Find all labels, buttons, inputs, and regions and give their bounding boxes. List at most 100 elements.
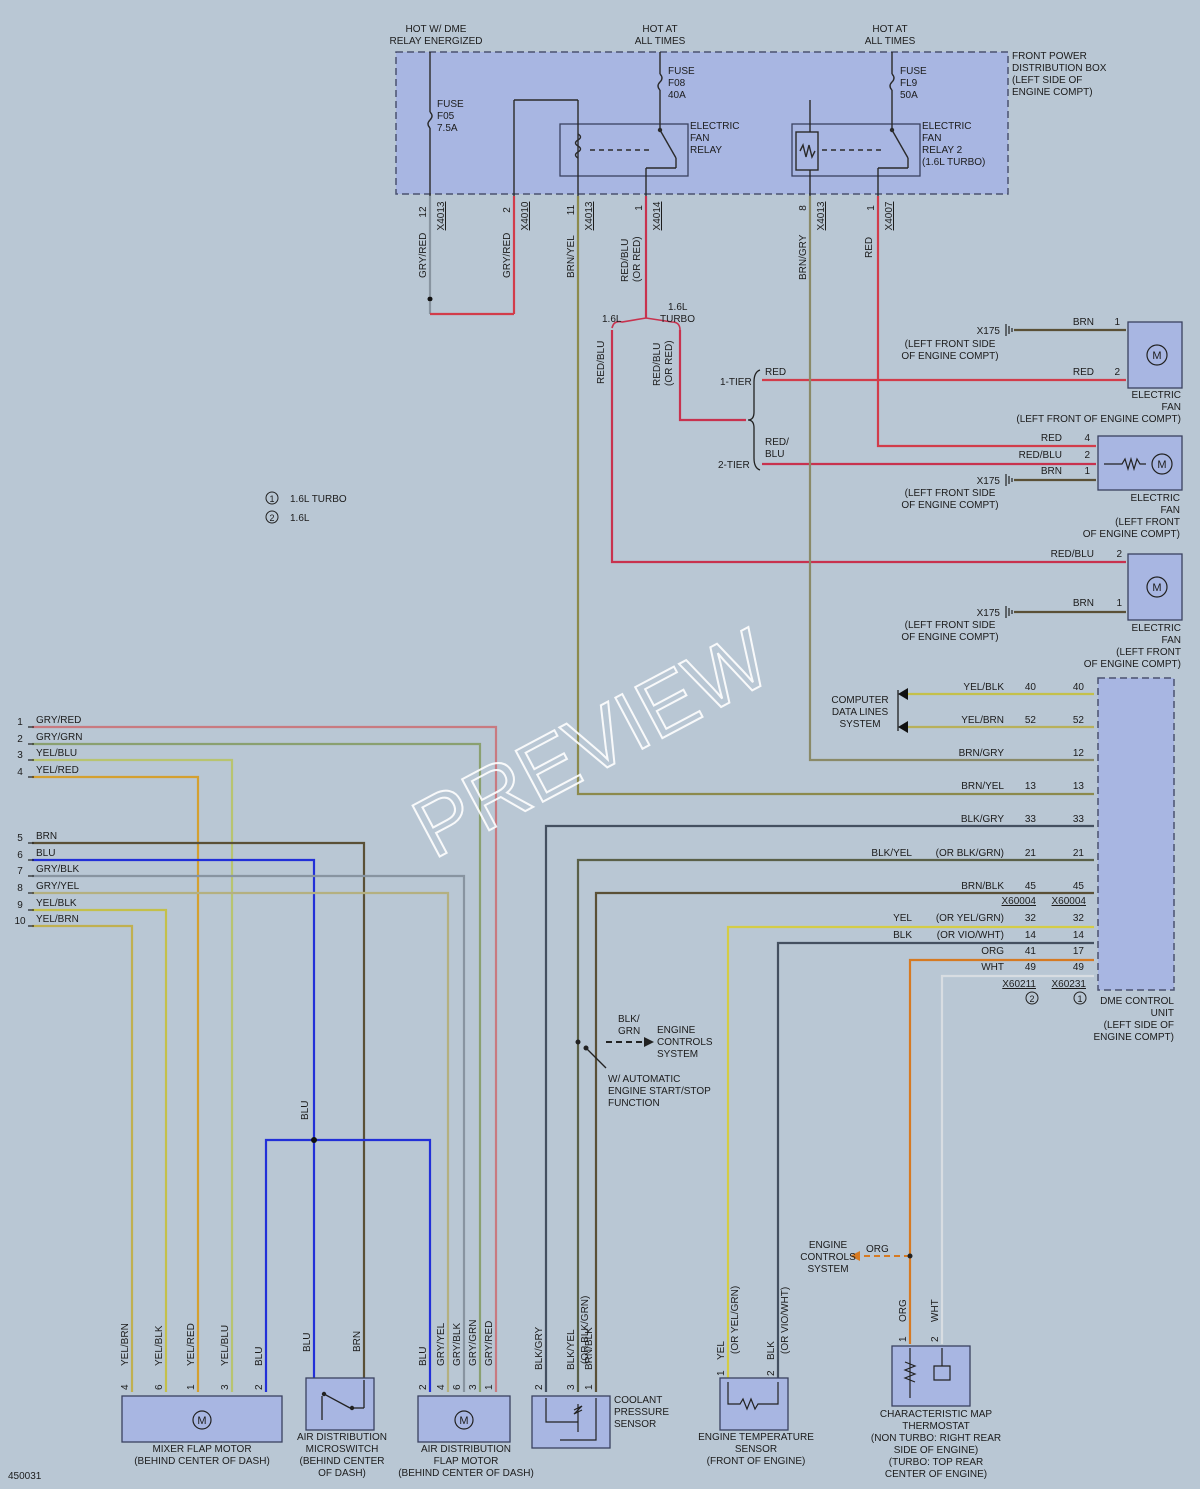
- coolant-pin-alt: (OR BLK/GRN): [580, 1296, 591, 1364]
- dme-row-pin-a: 32: [1025, 913, 1037, 924]
- thermostat-pin: 1: [898, 1336, 909, 1342]
- dme-control-unit: [1097, 677, 1175, 991]
- airflap-pin: 6: [452, 1384, 463, 1390]
- harness-wire: GRY/YEL: [36, 881, 80, 892]
- mixer-pin-wire: YEL/BLK: [154, 1325, 165, 1366]
- dme-row-wire: BLK: [893, 930, 912, 941]
- conn-c4-id: X4014: [652, 201, 663, 230]
- dme-row-pin-b: 40: [1073, 682, 1085, 693]
- air-distribution-microswitch: [305, 1377, 375, 1431]
- temp-pin: 1: [716, 1370, 727, 1376]
- coolant-sensor-icon: [545, 1398, 597, 1441]
- split-left-wire: RED/BLU: [596, 341, 607, 384]
- dme-row-alt: (OR YEL/GRN): [936, 913, 1004, 924]
- dme-row-pin-a: 49: [1025, 962, 1037, 973]
- mixer-pin-wire: YEL/RED: [186, 1323, 197, 1366]
- harness-num: 2: [17, 734, 23, 745]
- coolant-pin: 1: [584, 1384, 595, 1390]
- legend: 1 1.6L TURBO 2 1.6L: [265, 491, 347, 524]
- thermostat-pin-wire: WHT: [930, 1299, 941, 1322]
- coolant-pin: 3: [566, 1384, 577, 1390]
- legend-num-2: 2: [269, 513, 274, 523]
- harness-wire: YEL/BRN: [36, 914, 79, 925]
- start-stop-wire-label: BLK/GRN: [618, 1014, 640, 1037]
- dme-row-wire: BRN/GRY: [959, 748, 1005, 759]
- dme-row-alt: (OR BLK/GRN): [936, 848, 1004, 859]
- fan-3-wire-b: BRN: [1073, 598, 1094, 609]
- fan-2-ground: X175: [977, 476, 1001, 487]
- dme-row-pin-b: 49: [1073, 962, 1085, 973]
- dme-row-pin-a: 45: [1025, 881, 1037, 892]
- fan-2-pin-b: 2: [1084, 450, 1090, 461]
- thermostat-pin: 2: [930, 1336, 941, 1342]
- dme-row-pin-a: 33: [1025, 814, 1037, 825]
- dme-conn-bot-b: X60231: [1052, 979, 1087, 990]
- conn-c6-wire: RED: [864, 237, 875, 258]
- airflap-pin: 1: [484, 1384, 495, 1390]
- harness-num: 3: [17, 750, 23, 761]
- dme-row-wire: YEL: [893, 913, 912, 924]
- airflap-pin: 4: [436, 1384, 447, 1390]
- start-stop-branch: [575, 1037, 654, 1069]
- harness-wire: YEL/RED: [36, 765, 79, 776]
- mixer-pin-wire: YEL/BRN: [120, 1323, 131, 1366]
- harness-num: 5: [17, 833, 23, 844]
- legend-text-1: 1.6L TURBO: [290, 494, 347, 505]
- mixer-pin-wire: BLU: [254, 1347, 265, 1366]
- thermostat-icon: [903, 1348, 951, 1398]
- dme-row-pin-a: 13: [1025, 781, 1037, 792]
- dme-conn-top-b: X60004: [1052, 896, 1087, 907]
- box-internal-wiring: [427, 52, 909, 196]
- dme-row-pin-b: 32: [1073, 913, 1085, 924]
- air-distribution-flap-motor: [417, 1395, 511, 1443]
- tier2-wire: RED/BLU: [765, 437, 789, 460]
- dme-row-wire: ORG: [981, 946, 1004, 957]
- harness-wire: GRY/BLK: [36, 864, 79, 875]
- split-16l-label: 1.6L: [602, 314, 622, 325]
- dme-row-wire: WHT: [981, 962, 1004, 973]
- fan-3-motor-icon: M: [1152, 582, 1161, 594]
- micro-pin-wire: BLU: [302, 1333, 313, 1352]
- harness-wire: BRN: [36, 831, 57, 842]
- dme-row-pin-b: 13: [1073, 781, 1085, 792]
- harness-num: 1: [17, 717, 23, 728]
- conn-c3-pin: 11: [566, 204, 577, 215]
- coolant-pin: 2: [534, 1384, 545, 1390]
- dme-row-wire: YEL/BRN: [961, 715, 1004, 726]
- dme-row-pin-b: 12: [1073, 748, 1085, 759]
- harness-num: 8: [17, 883, 23, 894]
- tier1-wire: RED: [765, 367, 786, 378]
- dme-row-wire: YEL/BLK: [963, 682, 1004, 693]
- temp-pin-wire: BLK: [766, 1341, 777, 1360]
- mixer-pin-wire: YEL/BLU: [220, 1325, 231, 1366]
- dme-row-pin-a: 41: [1025, 946, 1037, 957]
- fan-1-pin-b: 2: [1114, 367, 1120, 378]
- temp-sensor-icon: [727, 1382, 779, 1411]
- split-right-wire: RED/BLU(OR RED): [652, 340, 675, 386]
- harness-wire: YEL/BLK: [36, 898, 77, 909]
- dme-conn-bot-a: X60211: [1002, 979, 1036, 990]
- fan-2-wire-b: RED/BLU: [1019, 450, 1062, 461]
- fan-2-pin-a: 4: [1084, 433, 1090, 444]
- fan-1-pin-a: 1: [1114, 317, 1120, 328]
- airflap-pin: 3: [468, 1384, 479, 1390]
- conn-c2-id: X4010: [520, 201, 531, 230]
- mixer-pin: 6: [154, 1384, 165, 1390]
